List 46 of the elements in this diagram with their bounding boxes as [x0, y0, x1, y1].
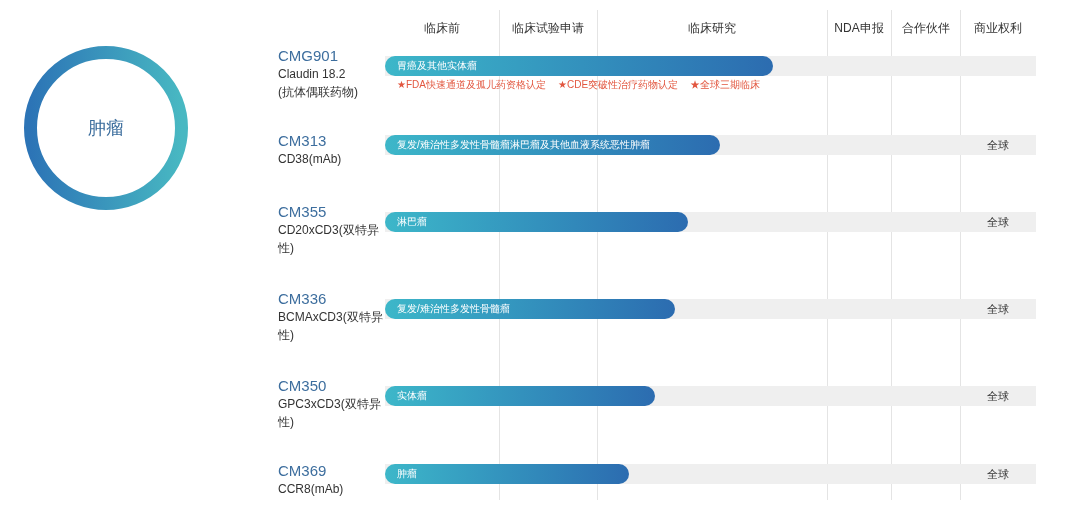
designation-note: ★CDE突破性治疗药物认定	[558, 78, 679, 91]
indication-text: 复发/难治性多发性骨髓瘤	[397, 303, 510, 315]
progress-track	[385, 56, 1036, 76]
rights-text: 全球	[987, 303, 1009, 315]
drug-target: CD38(mAb)	[278, 151, 343, 168]
progress-bar	[385, 464, 629, 484]
progress-bar	[385, 212, 688, 232]
progress-bar	[385, 386, 655, 406]
indication-text: 复发/难治性多发性骨髓瘤淋巴瘤及其他血液系统恶性肿瘤	[397, 139, 650, 151]
indication-text: 肿瘤	[397, 468, 417, 480]
progress-track	[385, 135, 1036, 155]
drug-code: CM355	[278, 203, 328, 221]
progress-track	[385, 299, 1036, 319]
category-label: 肿瘤	[88, 117, 124, 139]
progress-track	[385, 464, 1036, 484]
rights-text: 全球	[987, 216, 1009, 228]
column-header: 临床试验申请	[512, 20, 584, 36]
drug-code: CMG901	[278, 47, 340, 65]
designation-note: ★FDA快速通道及孤儿药资格认定	[397, 78, 546, 91]
drug-code: CM350	[278, 377, 328, 395]
progress-track	[385, 212, 1036, 232]
rights-text: 全球	[987, 468, 1009, 480]
column-header: 合作伙伴	[901, 20, 950, 36]
progress-bar	[385, 56, 773, 76]
rights-text: 全球	[987, 390, 1009, 402]
drug-target: BCMAxCD3(双特异性)	[278, 309, 384, 344]
indication-text: 淋巴瘤	[397, 216, 427, 228]
category-ring	[24, 46, 188, 210]
drug-target: CD20xCD3(双特异性)	[278, 222, 380, 257]
rights-text: 全球	[987, 139, 1009, 151]
progress-bar	[385, 135, 720, 155]
drug-target: CCR8(mAb)	[278, 481, 345, 498]
drug-code: CM313	[278, 132, 328, 150]
designation-note: ★全球三期临床	[690, 78, 761, 91]
drug-code: CM336	[278, 290, 328, 308]
drug-target: Claudin 18.2 (抗体偶联药物)	[278, 66, 359, 101]
drug-target: GPC3xCD3(双特异性)	[278, 396, 382, 431]
progress-bar	[385, 299, 675, 319]
indication-text: 胃癌及其他实体瘤	[397, 60, 477, 72]
progress-track	[385, 386, 1036, 406]
column-header: NDA申报	[834, 20, 884, 36]
drug-code: CM369	[278, 462, 328, 480]
column-header: 临床前	[424, 20, 460, 36]
column-header: 商业权利	[974, 20, 1022, 36]
indication-text: 实体瘤	[397, 390, 427, 402]
column-header: 临床研究	[688, 20, 736, 36]
